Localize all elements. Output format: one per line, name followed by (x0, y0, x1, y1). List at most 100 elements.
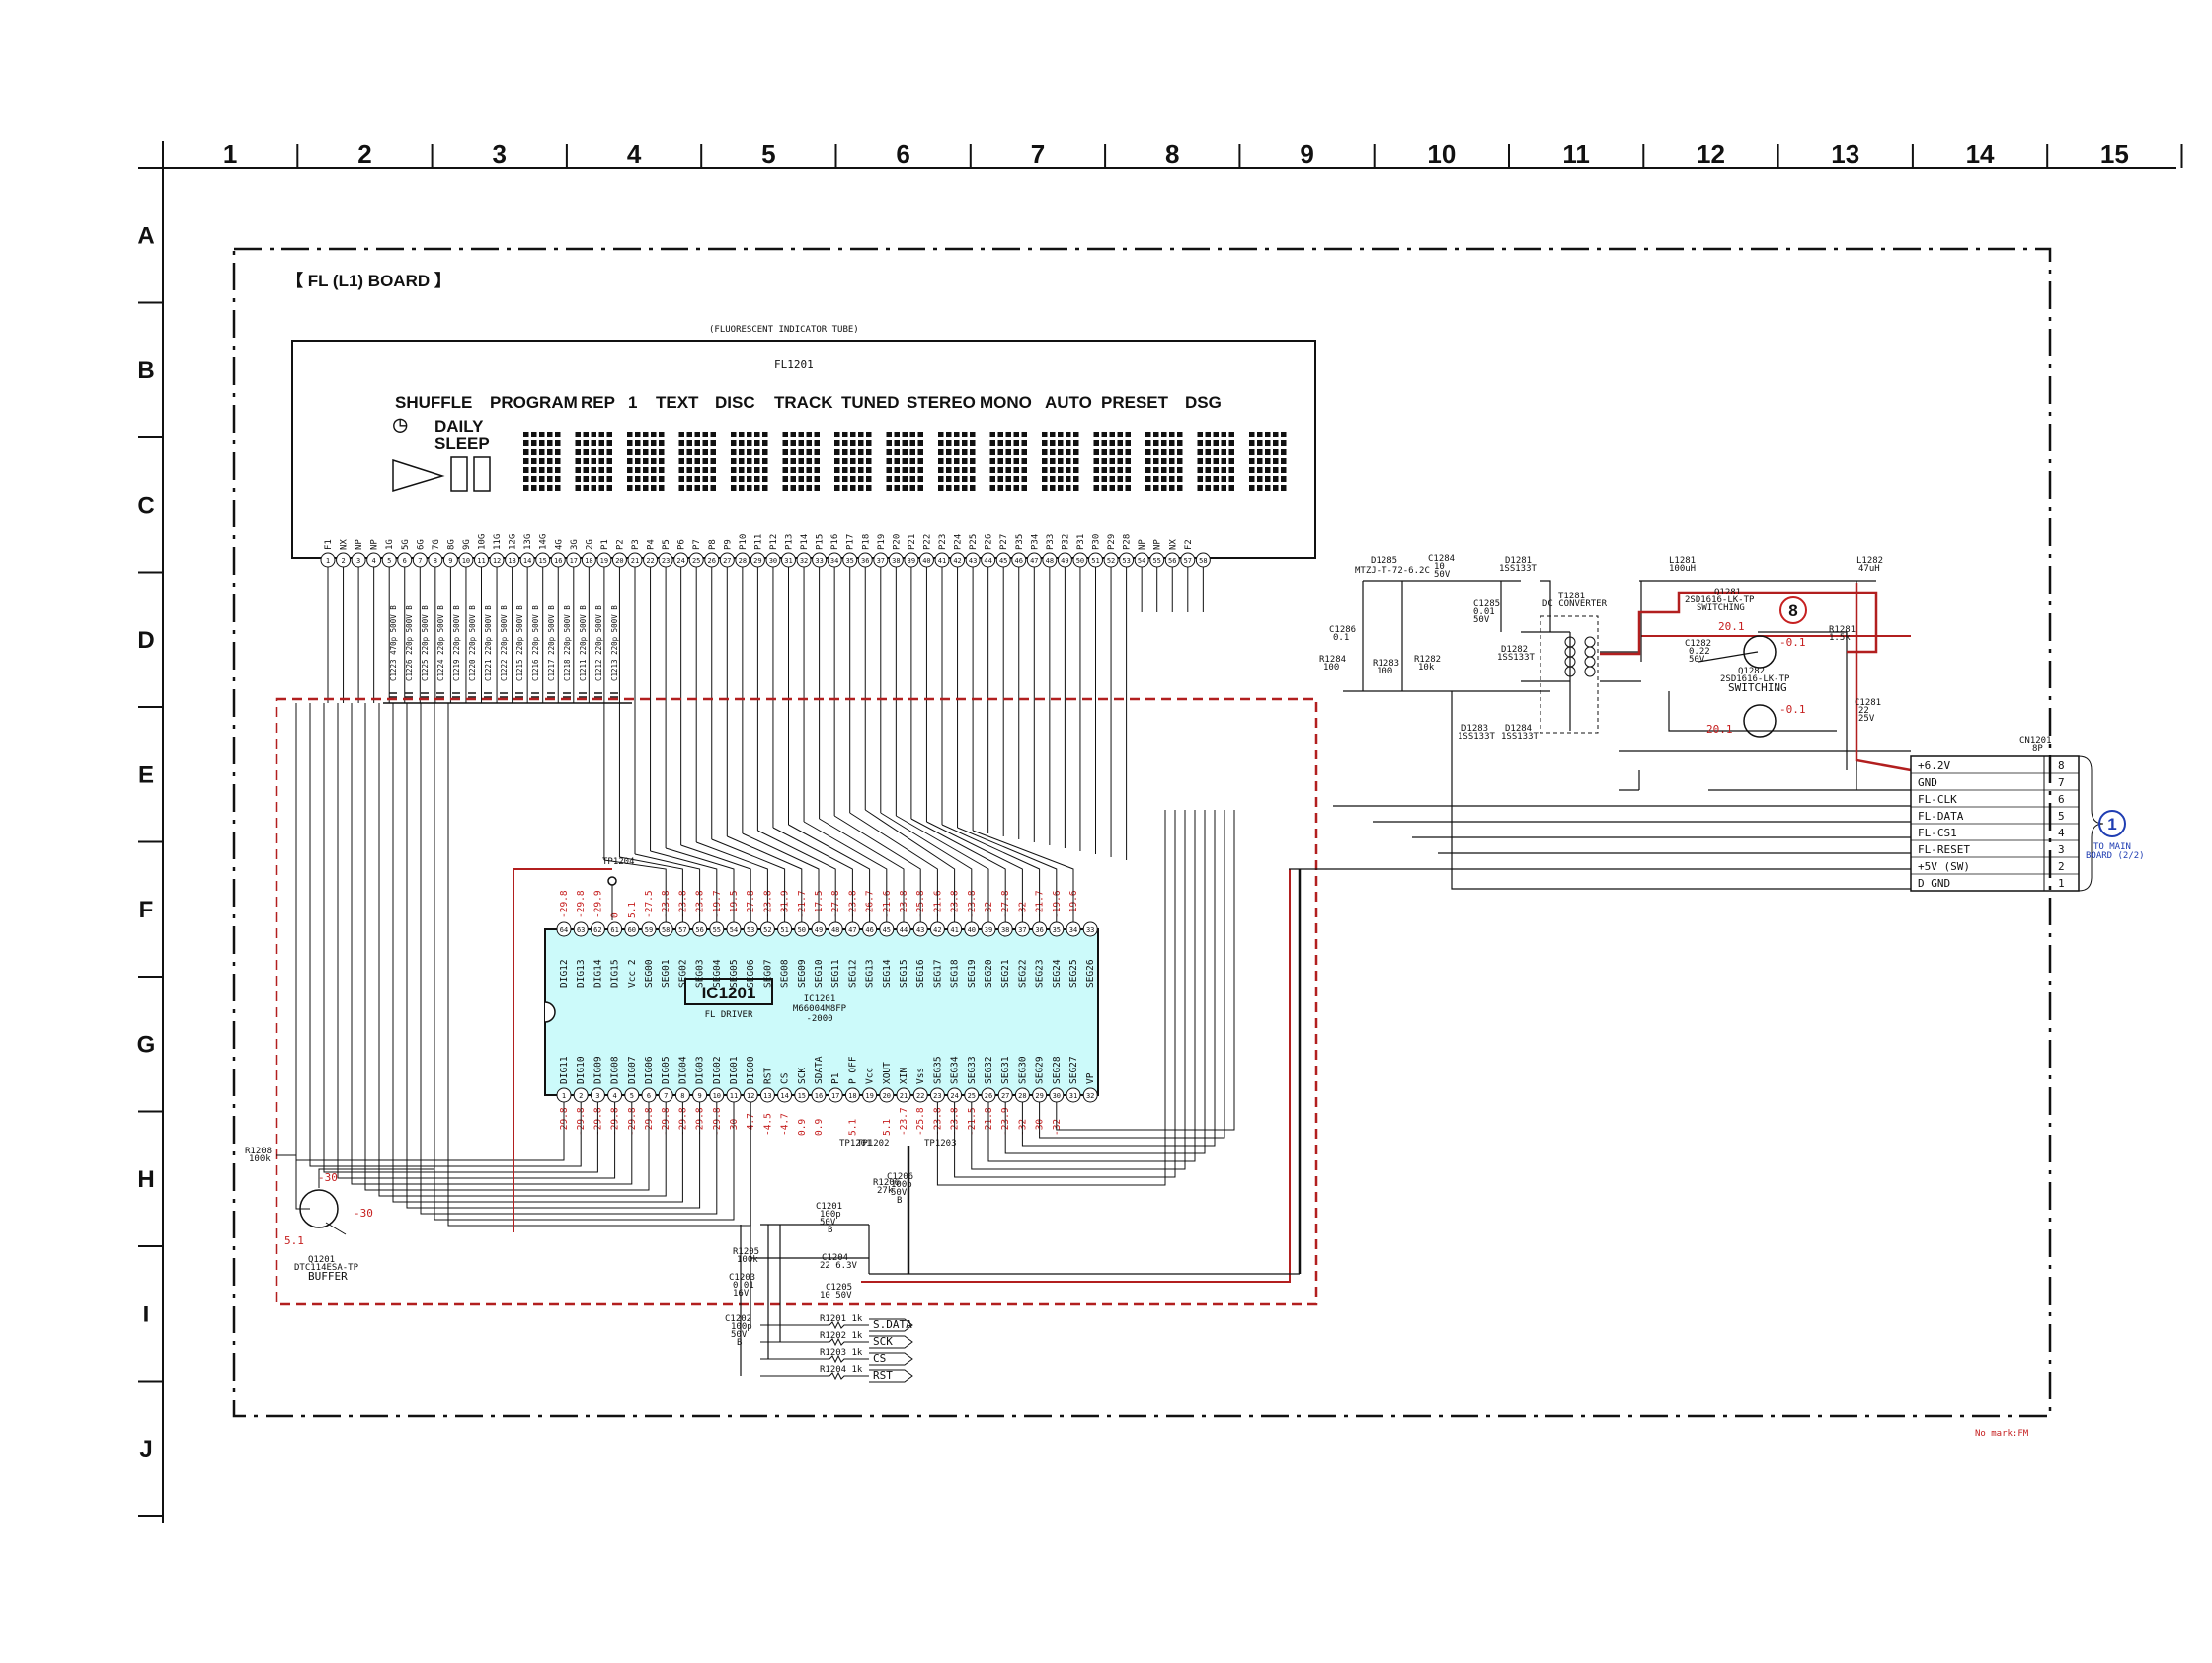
ic-top-pin-number: 56 (695, 926, 703, 934)
matrix-dot (575, 432, 581, 437)
ic-top-pin-name: SEG04 (712, 959, 723, 988)
matrix-dot (1005, 440, 1011, 446)
seg-link (603, 859, 667, 922)
matrix-dot (598, 467, 604, 473)
matrix-dot (790, 440, 796, 446)
dig-link (447, 703, 751, 1227)
matrix-dot (1058, 476, 1064, 482)
tube-pin-name: P25 (969, 534, 979, 550)
matrix-dot (1221, 449, 1226, 455)
lower-label: 27k (877, 1186, 894, 1196)
row-label: J (139, 1436, 152, 1463)
matrix-dot (886, 432, 892, 437)
matrix-dot (583, 476, 589, 482)
matrix-dot (1093, 476, 1099, 482)
matrix-dot (627, 458, 633, 464)
lower-label: R1206 (873, 1178, 900, 1188)
seg-link (896, 815, 989, 922)
matrix-dot (710, 476, 716, 482)
matrix-dot (1213, 476, 1219, 482)
matrix-dot (1042, 476, 1048, 482)
ic-bottom-pin-name: SEG29 (1035, 1056, 1046, 1084)
matrix-dot (659, 467, 665, 473)
matrix-dot (1161, 432, 1167, 437)
matrix-dot (686, 485, 692, 491)
seg-low-link (1039, 810, 1225, 1139)
matrix-dot (894, 458, 900, 464)
q1281-symbol (1743, 635, 1777, 669)
tube-pin-number: 32 (800, 557, 808, 565)
matrix-dot (1221, 432, 1226, 437)
cn1201-pins: 8P (2032, 744, 2043, 753)
matrix-dot (806, 476, 812, 482)
tube-pin-name: P12 (769, 534, 779, 550)
column-label: 15 (2100, 139, 2129, 169)
dot-matrix-display (523, 432, 1287, 491)
ic-top-pin-number: 43 (916, 926, 924, 934)
tube-pin-name: P4 (647, 539, 657, 550)
matrix-dot (694, 440, 700, 446)
dig-link (378, 703, 667, 1197)
matrix-dot (686, 449, 692, 455)
matrix-dot (651, 485, 657, 491)
matrix-dot (917, 476, 923, 482)
ic-top-pin-number: 46 (865, 926, 873, 934)
ic-bottom-pin-number: 20 (883, 1092, 891, 1100)
tube-cap-label: C1216 220p 500V B (531, 605, 540, 681)
matrix-dot (1066, 467, 1071, 473)
ic-bottom-pin-name: SDATA (814, 1056, 825, 1084)
tube-pin-name: P28 (1123, 534, 1133, 550)
matrix-dot (989, 485, 995, 491)
matrix-dot (1281, 440, 1287, 446)
matrix-dot (1177, 467, 1183, 473)
matrix-dot (627, 432, 633, 437)
ic-bottom-pin-name: DIG04 (677, 1056, 688, 1084)
matrix-dot (790, 485, 796, 491)
fl-indicator: MONO (980, 393, 1032, 412)
matrix-dot (591, 467, 596, 473)
ic-top-pin-name: DIG13 (576, 959, 587, 988)
matrix-dot (1265, 458, 1271, 464)
matrix-dot (866, 485, 872, 491)
sleep-label: SLEEP (434, 435, 490, 453)
matrix-dot (731, 432, 737, 437)
matrix-dot (651, 432, 657, 437)
connector-signal: +5V (SW) (1918, 860, 1970, 873)
matrix-dot (1013, 432, 1019, 437)
matrix-dot (1066, 458, 1071, 464)
ic-top-pin-number: 41 (950, 926, 958, 934)
tube-pin-name: P10 (739, 534, 749, 550)
lower-label: B (897, 1196, 902, 1206)
row-ticks (138, 301, 163, 1517)
matrix-dot (1109, 476, 1115, 482)
seg-low-link (1004, 810, 1206, 1154)
ic-bottom-pin-number: 11 (730, 1092, 738, 1100)
tube-pin-number: 18 (585, 557, 592, 565)
matrix-dot (1228, 485, 1234, 491)
matrix-dot (1153, 440, 1159, 446)
matrix-dot (782, 432, 788, 437)
matrix-dot (989, 476, 995, 482)
seg-low-link (1021, 810, 1216, 1147)
matrix-dot (970, 476, 976, 482)
matrix-dot (747, 467, 752, 473)
tube-pin-number: 58 (1199, 557, 1207, 565)
matrix-dot (659, 440, 665, 446)
lower-label: TP1202 (857, 1139, 890, 1148)
power-label: Q1281 (1714, 588, 1741, 597)
matrix-dot (547, 476, 553, 482)
power-wire (1451, 691, 1911, 890)
matrix-dot (1042, 467, 1048, 473)
matrix-dot (1101, 476, 1107, 482)
matrix-dot (1205, 476, 1211, 482)
matrix-dot (555, 432, 561, 437)
matrix-dot (710, 485, 716, 491)
matrix-dot (731, 458, 737, 464)
ic-bottom-pin-number: 5 (630, 1092, 634, 1100)
power-label: L1282 (1856, 556, 1883, 566)
ic-top-pin (590, 921, 605, 937)
power-label: SWITCHING (1697, 603, 1745, 613)
resistor-label: R1201 1k (820, 1314, 863, 1324)
matrix-dot (806, 449, 812, 455)
matrix-dot (917, 432, 923, 437)
